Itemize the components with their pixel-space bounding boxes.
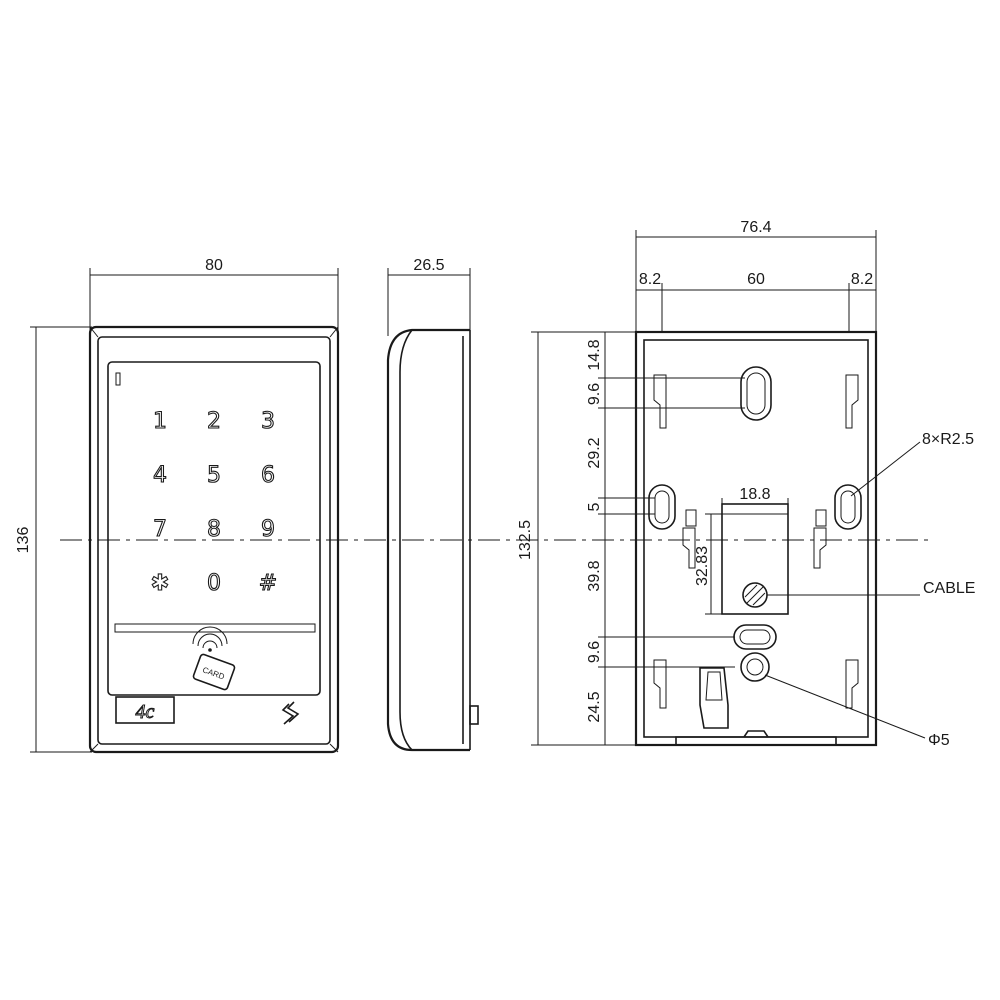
front-height-label: 136 (15, 527, 32, 554)
lightning-icon (281, 701, 300, 725)
bottom-notch (743, 730, 769, 738)
key-2: 2 (207, 409, 221, 434)
top-mounting-slot-inner (746, 372, 766, 415)
key-5: 5 (207, 463, 221, 488)
clip-bottom-right (845, 659, 859, 709)
back-right-offset-label: 8.2 (851, 271, 873, 288)
key-9: 9 (261, 517, 275, 542)
clip-top-right (845, 374, 859, 429)
brand-logo: 4c (136, 701, 155, 723)
cable-box (721, 503, 789, 615)
status-led (115, 372, 121, 386)
card-zone-divider (114, 623, 316, 633)
side-view: 26.5 (386, 257, 479, 752)
key-7: 7 (153, 517, 167, 542)
bottom-latch-inner (705, 671, 723, 701)
hole-callout: Φ5 (928, 732, 950, 749)
key-0: 0 (207, 571, 221, 596)
back-view: 76.4 8.2 60 8.2 132.5 14.8 9.6 29.2 5 39… (517, 219, 975, 749)
front-outer-body (88, 325, 340, 754)
clip-bottom-left (653, 659, 667, 709)
side-front-curve (399, 329, 413, 751)
vdim-24-5: 24.5 (586, 691, 603, 722)
back-plate (634, 330, 878, 747)
clip-mid-right (813, 527, 827, 569)
top-mounting-slot (740, 366, 772, 421)
bezel-corner-tr (329, 326, 339, 338)
clip-mid-right-top (815, 509, 827, 527)
bezel-corner-bl (89, 743, 99, 753)
clip-mid-left (682, 527, 696, 569)
cable-screw-hatch-3 (752, 592, 766, 606)
key-8: 8 (207, 517, 221, 542)
left-mounting-slot-inner (654, 490, 670, 524)
bottom-latch (699, 667, 729, 729)
card-icon-label: CARD (201, 665, 226, 681)
vdim-14-8: 14.8 (586, 339, 603, 370)
bezel-corner-tl (89, 326, 99, 338)
side-mount-screw (469, 705, 479, 725)
brand-logo-frame (115, 696, 175, 724)
slot-leader (850, 441, 921, 497)
left-mounting-slot (648, 484, 676, 530)
vdim-39-8: 39.8 (586, 560, 603, 591)
back-plate-inner (643, 339, 869, 738)
cable-box-height-label: 32.83 (694, 546, 711, 586)
slot-callout: 8×R2.5 (922, 431, 974, 448)
clip-mid-left-top (685, 509, 697, 527)
right-mounting-slot-inner (840, 490, 856, 524)
key-star: ✱ (151, 571, 169, 596)
right-mounting-slot (834, 484, 862, 530)
vdim-5: 5 (586, 502, 603, 511)
lower-mounting-slot-inner (739, 629, 771, 645)
rfid-wave-icon (192, 626, 228, 652)
vdim-9-6-bottom: 9.6 (586, 641, 603, 663)
bezel-corner-br (329, 743, 339, 753)
back-height-label: 132.5 (517, 520, 534, 560)
cable-callout: CABLE (923, 580, 975, 597)
side-front-shell (386, 328, 470, 752)
keypad: 1 2 3 4 5 6 7 8 9 ✱ 0 # (150, 408, 278, 596)
front-view: 80 136 1 2 3 4 5 6 7 8 9 ✱ 0 # (15, 257, 340, 754)
vdim-9-6-top: 9.6 (586, 383, 603, 405)
key-6: 6 (261, 463, 275, 488)
cable-screw-hatch-1 (746, 586, 764, 604)
glass-panel (107, 361, 321, 696)
back-width-label: 76.4 (740, 219, 771, 236)
front-inner-bezel (97, 336, 331, 745)
round-mounting-hole-inner (746, 658, 764, 676)
key-1: 1 (153, 409, 167, 434)
clip-top-left (653, 374, 667, 429)
key-hash: # (259, 571, 277, 596)
hole-leader (764, 674, 926, 739)
cable-screw-hatch-2 (744, 584, 758, 598)
lower-mounting-slot (733, 624, 777, 650)
key-4: 4 (153, 463, 167, 488)
card-icon: CARD (192, 653, 236, 691)
back-hole-spacing-label: 60 (747, 271, 765, 288)
front-width-label: 80 (205, 257, 223, 274)
vdim-29-2: 29.2 (586, 437, 603, 468)
side-depth-label: 26.5 (413, 257, 444, 274)
cable-box-width-label: 18.8 (739, 486, 770, 503)
bottom-tab (675, 736, 837, 745)
round-mounting-hole (740, 652, 770, 682)
key-3: 3 (261, 409, 275, 434)
back-left-offset-label: 8.2 (639, 271, 661, 288)
